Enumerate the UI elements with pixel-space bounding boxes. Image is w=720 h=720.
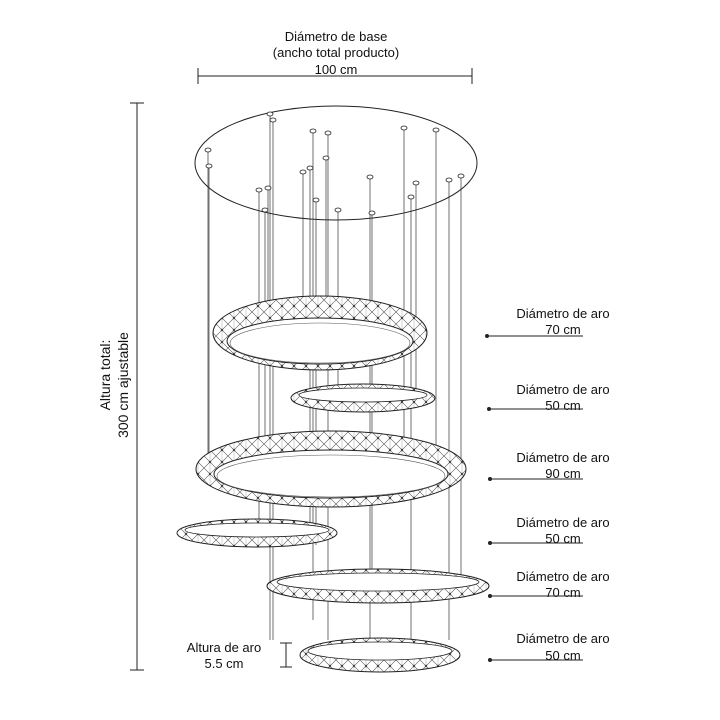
ring-callout-label: Diámetro de aro xyxy=(516,382,609,397)
ceiling-anchor xyxy=(312,197,320,203)
ring-callout-label: Diámetro de aro xyxy=(516,450,609,465)
ceiling-anchor xyxy=(445,177,453,183)
suspension-wires xyxy=(204,111,465,650)
total-height-title: Altura total: xyxy=(97,340,113,411)
ceiling-anchor xyxy=(457,173,465,179)
ring-5 xyxy=(266,568,490,604)
ceiling-anchor xyxy=(368,210,376,216)
ring-callout-2: Diámetro de aro 50 cm xyxy=(487,382,610,413)
ceiling-anchor xyxy=(432,127,440,133)
ring-callout-3: Diámetro de aro 90 cm xyxy=(488,450,610,481)
ring-callout-label: Diámetro de aro xyxy=(516,631,609,646)
ring-callout-label: Diámetro de aro xyxy=(516,569,609,584)
ring-callout-4: Diámetro de aro 50 cm xyxy=(488,515,610,546)
ceiling-anchor xyxy=(261,207,269,213)
total-height-value: 300 cm ajustable xyxy=(115,332,131,438)
ceiling-anchor xyxy=(309,128,317,134)
base-dimension-title: Diámetro de base xyxy=(285,29,388,44)
ring-callout-value: 90 cm xyxy=(545,466,580,481)
ceiling-anchor xyxy=(264,185,272,191)
ceiling-anchor xyxy=(334,207,342,213)
ceiling-anchor xyxy=(299,169,307,175)
ring-callout-value: 50 cm xyxy=(545,398,580,413)
base-dimension-value: 100 cm xyxy=(315,62,358,77)
ring-callout-6: Diámetro de aro 50 cm xyxy=(488,631,610,663)
ring-height-title: Altura de aro xyxy=(187,640,261,655)
ceiling-anchor xyxy=(324,130,332,136)
ring-callout-value: 70 cm xyxy=(545,322,580,337)
ring-6 xyxy=(299,637,461,673)
ring-callout-value: 70 cm xyxy=(545,585,580,600)
ceiling-anchor xyxy=(255,187,263,193)
ring-height-value: 5.5 cm xyxy=(204,656,243,671)
ceiling-anchor xyxy=(306,165,314,171)
base-dimension-subtitle: (ancho total producto) xyxy=(273,45,399,60)
ceiling-anchor xyxy=(204,147,212,153)
ring-callout-label: Diámetro de aro xyxy=(516,306,609,321)
ceiling-anchor xyxy=(366,174,374,180)
ceiling-anchor xyxy=(205,163,213,169)
ceiling-anchor xyxy=(400,125,408,131)
ring-3 xyxy=(195,430,467,508)
ceiling-anchor xyxy=(266,111,274,117)
ring-1 xyxy=(212,295,428,371)
ring-callout-value: 50 cm xyxy=(545,648,580,663)
ring-2 xyxy=(290,383,436,413)
ring-callout-5: Diámetro de aro 70 cm xyxy=(488,569,610,600)
ceiling-anchor xyxy=(407,194,415,200)
ring-callout-value: 50 cm xyxy=(545,531,580,546)
canopy-base xyxy=(194,105,478,221)
ring-callout-label: Diámetro de aro xyxy=(516,515,609,530)
ring-4 xyxy=(176,518,338,548)
ceiling-anchor xyxy=(412,180,420,186)
ceiling-anchor xyxy=(322,155,330,161)
ring-callout-1: Diámetro de aro 70 cm xyxy=(485,306,610,338)
ceiling-anchor xyxy=(269,117,277,123)
